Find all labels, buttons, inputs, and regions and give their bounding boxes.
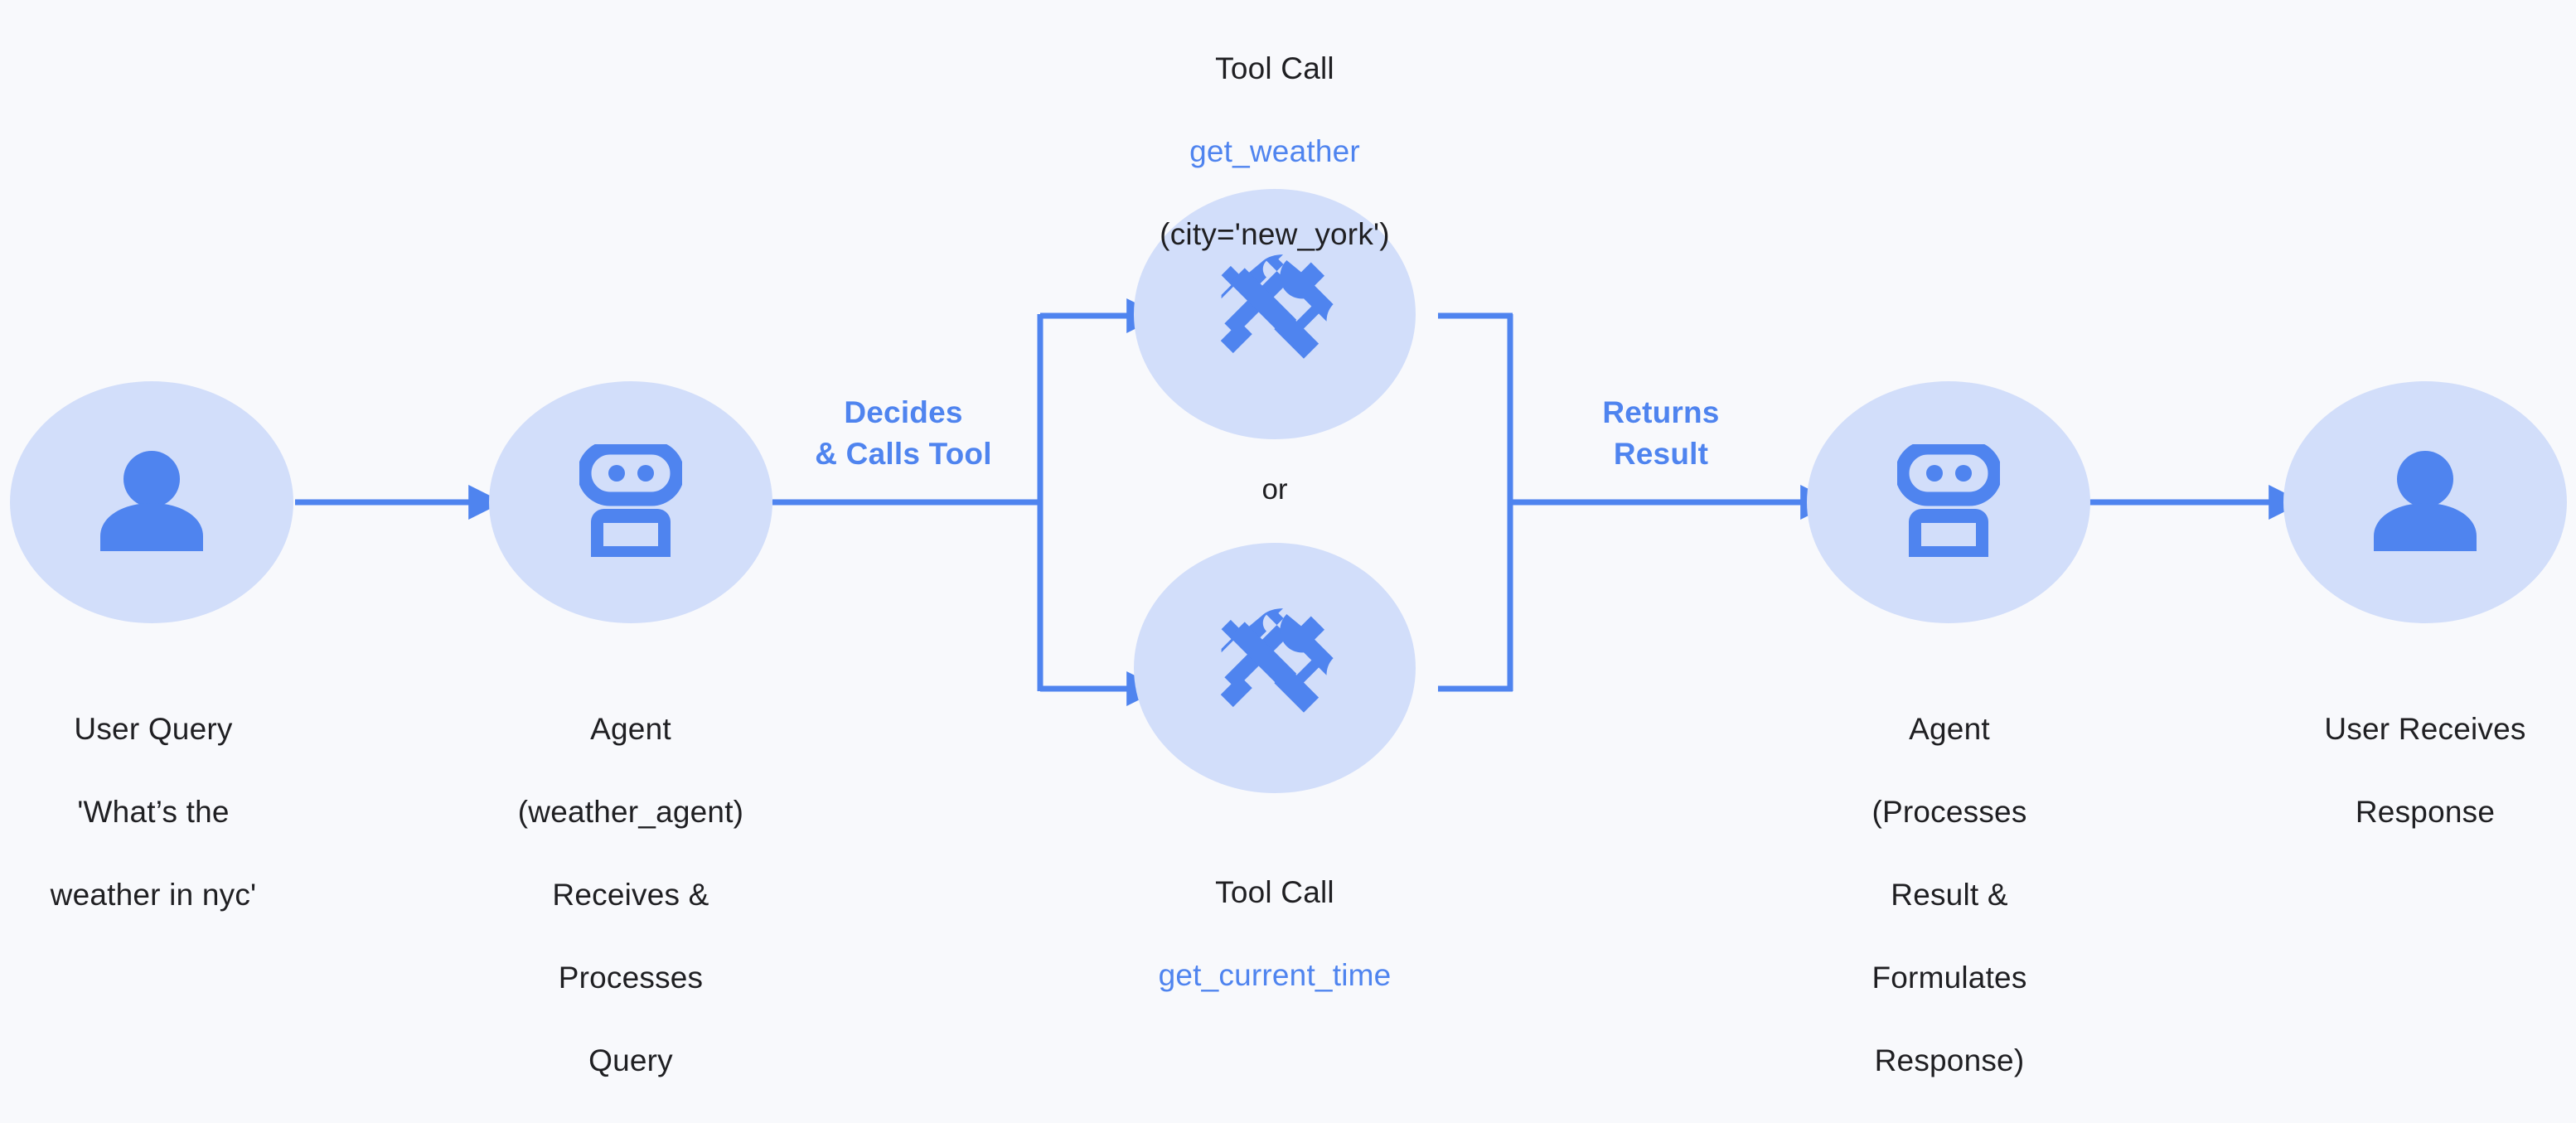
label-tool-get-current-time-code: get_current_time xyxy=(1158,958,1392,992)
label-tool-get-weather-code: get_weather xyxy=(1189,134,1360,168)
label-agent-processes-line1: Agent xyxy=(1909,712,1990,746)
person-icon xyxy=(2370,450,2480,554)
hammer-wrench-icon xyxy=(1213,252,1337,376)
node-agent-processes[interactable] xyxy=(1807,381,2090,623)
node-tool-get-current-time[interactable] xyxy=(1134,543,1416,793)
arrow-agent-to-branch xyxy=(772,298,1162,706)
hammer-wrench-icon xyxy=(1213,606,1337,730)
label-user-query-line3: weather in nyc' xyxy=(50,878,257,912)
robot-icon xyxy=(1897,444,2000,560)
label-tool-get-current-time: Tool Call get_current_time xyxy=(1105,830,1445,1038)
label-agent-processes-line4: Formulates xyxy=(1871,961,2027,995)
label-user-query-line1: User Query xyxy=(74,712,233,746)
label-tool-get-weather-line3: (city='new_york') xyxy=(1160,217,1390,251)
node-user-query[interactable] xyxy=(10,381,293,623)
label-user-receives-response-line2: Response xyxy=(2355,795,2496,829)
label-agent-receives-line4: Processes xyxy=(558,961,704,995)
node-user-receives-response[interactable] xyxy=(2283,381,2567,623)
label-agent-receives: Agent (weather_agent) Receives & Process… xyxy=(477,667,785,1123)
label-user-receives-response-line1: User Receives xyxy=(2324,712,2526,746)
label-user-query: User Query 'What’s the weather in nyc' xyxy=(0,667,307,957)
label-agent-receives-line1: Agent xyxy=(590,712,671,746)
label-agent-receives-line5: Query xyxy=(588,1043,673,1077)
label-agent-processes-line3: Result & xyxy=(1891,878,2008,912)
person-icon xyxy=(97,450,206,554)
label-agent-processes-line5: Response) xyxy=(1874,1043,2025,1077)
node-tool-get-weather[interactable] xyxy=(1134,189,1416,439)
label-agent-receives-line2: (weather_agent) xyxy=(517,795,744,829)
label-agent-receives-line3: Receives & xyxy=(552,878,709,912)
robot-icon xyxy=(579,444,682,560)
label-user-query-line2: 'What’s the xyxy=(77,795,230,829)
edge-label-returns-result: Returns Result xyxy=(1602,395,1720,471)
label-tool-get-weather: Tool Call get_weather (city='new_york') xyxy=(1105,7,1445,297)
diagram-canvas: User Query 'What’s the weather in nyc' A… xyxy=(0,7,2576,1077)
label-agent-processes: Agent (Processes Result & Formulates Res… xyxy=(1795,667,2104,1123)
label-tool-get-current-time-line1: Tool Call xyxy=(1215,875,1334,909)
edge-label-decides: Decides & Calls Tool xyxy=(815,395,992,471)
branch-or-label: or xyxy=(1261,473,1288,506)
label-user-receives-response: User Receives Response xyxy=(2272,667,2576,874)
label-agent-processes-line2: (Processes xyxy=(1871,795,2027,829)
label-tool-get-weather-line1: Tool Call xyxy=(1215,51,1334,85)
arrow-tools-to-agent xyxy=(1438,312,1836,692)
node-agent-receives[interactable] xyxy=(489,381,772,623)
